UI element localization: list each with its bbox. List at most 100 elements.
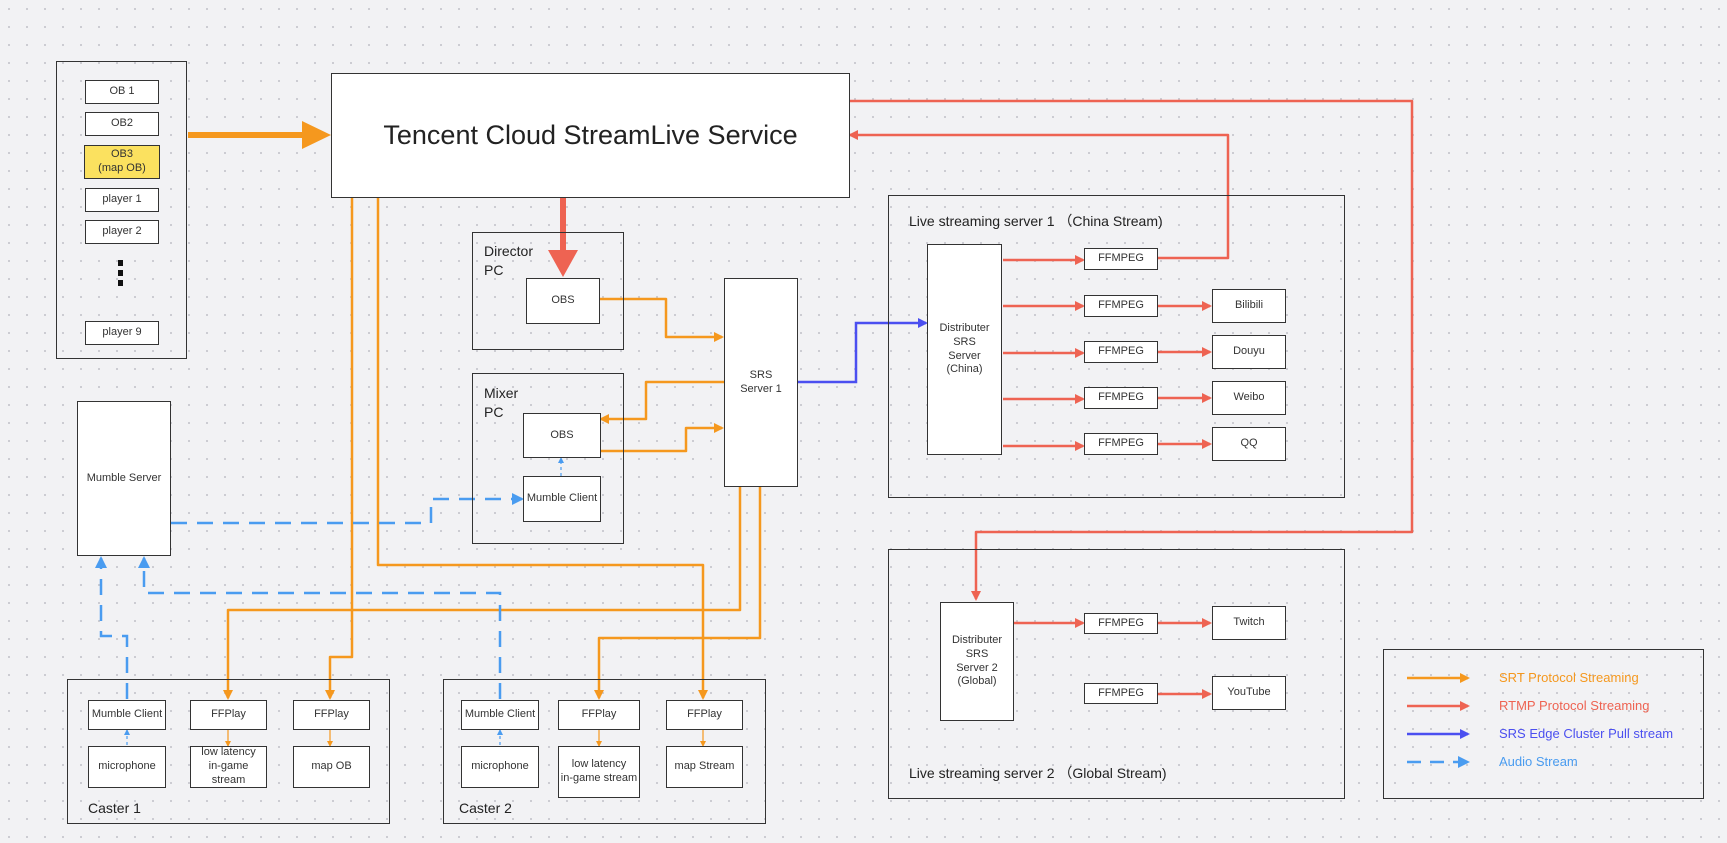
platform-label: Twitch <box>1233 616 1265 629</box>
caster1-mumble-client[interactable]: Mumble Client <box>88 700 166 730</box>
caster1-map-ob[interactable]: map OB <box>293 746 370 788</box>
china-server-title: Live streaming server 1 （China Stream) <box>909 213 1163 229</box>
platform-twitch[interactable]: Twitch <box>1212 606 1286 640</box>
caster1-ffplay-1[interactable]: FFPlay <box>190 700 267 730</box>
ob-item-player-9[interactable]: player 9 <box>85 321 159 345</box>
service-title: Tencent Cloud StreamLive Service <box>383 119 798 150</box>
caster1-microphone[interactable]: microphone <box>88 746 166 788</box>
mixer-mumble-client[interactable]: Mumble Client <box>523 476 601 522</box>
microphone-label: microphone <box>98 760 156 773</box>
caster-1-title: Caster 1 <box>88 800 141 816</box>
microphone-label: microphone <box>471 760 529 773</box>
legend-srs-label: SRS Edge Cluster Pull stream <box>1499 726 1674 741</box>
ffmpeg-label: FFMPEG <box>1098 437 1144 450</box>
global-server-title: Live streaming server 2 （Global Stream) <box>909 765 1167 781</box>
platform-label: QQ <box>1240 437 1258 450</box>
ob-item-label: player 9 <box>102 326 142 339</box>
caster2-microphone[interactable]: microphone <box>461 746 539 788</box>
ffmpeg-global-2[interactable]: FFMPEG <box>1084 683 1158 704</box>
mumble-client-label: Mumble Client <box>526 492 598 505</box>
mumble-server[interactable]: Mumble Server <box>77 401 171 556</box>
ob-panel <box>56 61 187 359</box>
platform-youtube[interactable]: YouTube <box>1212 676 1286 710</box>
ffmpeg-china-4[interactable]: FFMPEG <box>1084 387 1158 409</box>
ob-item-label: OB 1 <box>109 85 135 98</box>
ob-item-label: OB3 (map OB) <box>98 148 146 174</box>
caster1-ffplay-2[interactable]: FFPlay <box>293 700 370 730</box>
caster-1-group <box>67 679 390 824</box>
tencent-streamlive-service[interactable]: Tencent Cloud StreamLive Service <box>331 73 850 198</box>
director-pc-title: Director PC <box>484 243 534 278</box>
mumble-client-label: Mumble Client <box>464 708 536 721</box>
map-label: map Stream <box>674 760 735 773</box>
caster2-mumble-client[interactable]: Mumble Client <box>461 700 539 730</box>
caster2-map-stream[interactable]: map Stream <box>666 746 743 788</box>
ffplay-label: FFPlay <box>314 708 349 721</box>
caster1-low-latency-stream[interactable]: low latency in-game stream <box>190 746 267 788</box>
platform-douyu[interactable]: Douyu <box>1212 335 1286 369</box>
ffplay-label: FFPlay <box>581 708 617 721</box>
mixer-pc-title: Mixer PC <box>484 385 519 420</box>
mumble-client-label: Mumble Client <box>91 708 163 721</box>
live-streaming-server-china <box>888 195 1345 498</box>
audio-streams <box>95 493 524 699</box>
distributer-label: Distributer SRS Server (China) <box>939 322 990 376</box>
map-label: map OB <box>311 760 352 773</box>
live-streaming-server-global <box>888 549 1345 799</box>
caster-2-title: Caster 2 <box>459 800 512 816</box>
ob-item-2[interactable]: OB2 <box>85 112 159 136</box>
ffmpeg-label: FFMPEG <box>1098 616 1144 629</box>
ffmpeg-label: FFMPEG <box>1098 686 1144 699</box>
mumble-server-label: Mumble Server <box>86 471 162 484</box>
tencent-to-director-arrow <box>548 198 578 277</box>
platform-weibo[interactable]: Weibo <box>1212 381 1286 415</box>
ob-to-tencent-arrow <box>188 121 331 149</box>
rtmp-streams <box>848 99 1414 699</box>
director-pc-group <box>472 232 624 350</box>
ob-item-label: player 1 <box>102 193 142 206</box>
legend-rtmp-label: RTMP Protocol Streaming <box>1499 698 1650 713</box>
ob-item-player-1[interactable]: player 1 <box>85 188 159 212</box>
obs-label: OBS <box>550 428 574 441</box>
obs-label: OBS <box>551 294 575 307</box>
director-obs[interactable]: OBS <box>526 278 600 324</box>
ffplay-label: FFPlay <box>687 708 722 721</box>
ffmpeg-china-3[interactable]: FFMPEG <box>1084 341 1158 363</box>
srs-server-label: SRS Server 1 <box>740 368 782 395</box>
platform-label: Weibo <box>1233 391 1265 404</box>
distributer-label: Distributer SRS Server 2 (Global) <box>951 634 1003 688</box>
distributer-srs-global[interactable]: Distributer SRS Server 2 (Global) <box>940 602 1014 721</box>
legend-lines <box>1407 673 1470 768</box>
srt-streams <box>223 198 762 700</box>
caster-2-group <box>443 679 766 824</box>
ffmpeg-global-1[interactable]: FFMPEG <box>1084 613 1158 634</box>
low-latency-label: low latency in-game stream <box>560 758 638 784</box>
ffmpeg-label: FFMPEG <box>1098 345 1144 358</box>
platform-qq[interactable]: QQ <box>1212 427 1286 461</box>
srs-server-1[interactable]: SRS Server 1 <box>724 278 798 487</box>
mixer-obs[interactable]: OBS <box>523 413 601 458</box>
platform-label: YouTube <box>1227 686 1271 699</box>
ob-item-1[interactable]: OB 1 <box>85 80 159 104</box>
ffmpeg-label: FFMPEG <box>1098 391 1144 404</box>
ffplay-label: FFPlay <box>211 708 246 721</box>
caster2-ffplay-2[interactable]: FFPlay <box>666 700 743 730</box>
platform-bilibili[interactable]: Bilibili <box>1212 289 1286 323</box>
legend <box>1383 649 1704 799</box>
distributer-srs-china[interactable]: Distributer SRS Server (China) <box>927 244 1002 455</box>
ob-item-3-map-ob[interactable]: OB3 (map OB) <box>84 145 160 179</box>
low-latency-label: low latency in-game stream <box>201 746 256 786</box>
caster2-low-latency-stream[interactable]: low latency in-game stream <box>558 746 640 798</box>
ellipsis-icon <box>118 260 123 290</box>
ffmpeg-china-1[interactable]: FFMPEG <box>1084 248 1158 270</box>
ob-item-label: player 2 <box>102 225 142 238</box>
ffmpeg-china-2[interactable]: FFMPEG <box>1084 295 1158 317</box>
ffmpeg-label: FFMPEG <box>1098 252 1144 265</box>
platform-label: Bilibili <box>1234 299 1264 312</box>
mixer-pc-group <box>472 373 624 544</box>
srs-edge-pull-arrow <box>798 318 928 384</box>
ob-item-player-2[interactable]: player 2 <box>85 220 159 244</box>
caster2-ffplay-1[interactable]: FFPlay <box>558 700 640 730</box>
ffmpeg-china-5[interactable]: FFMPEG <box>1084 433 1158 455</box>
